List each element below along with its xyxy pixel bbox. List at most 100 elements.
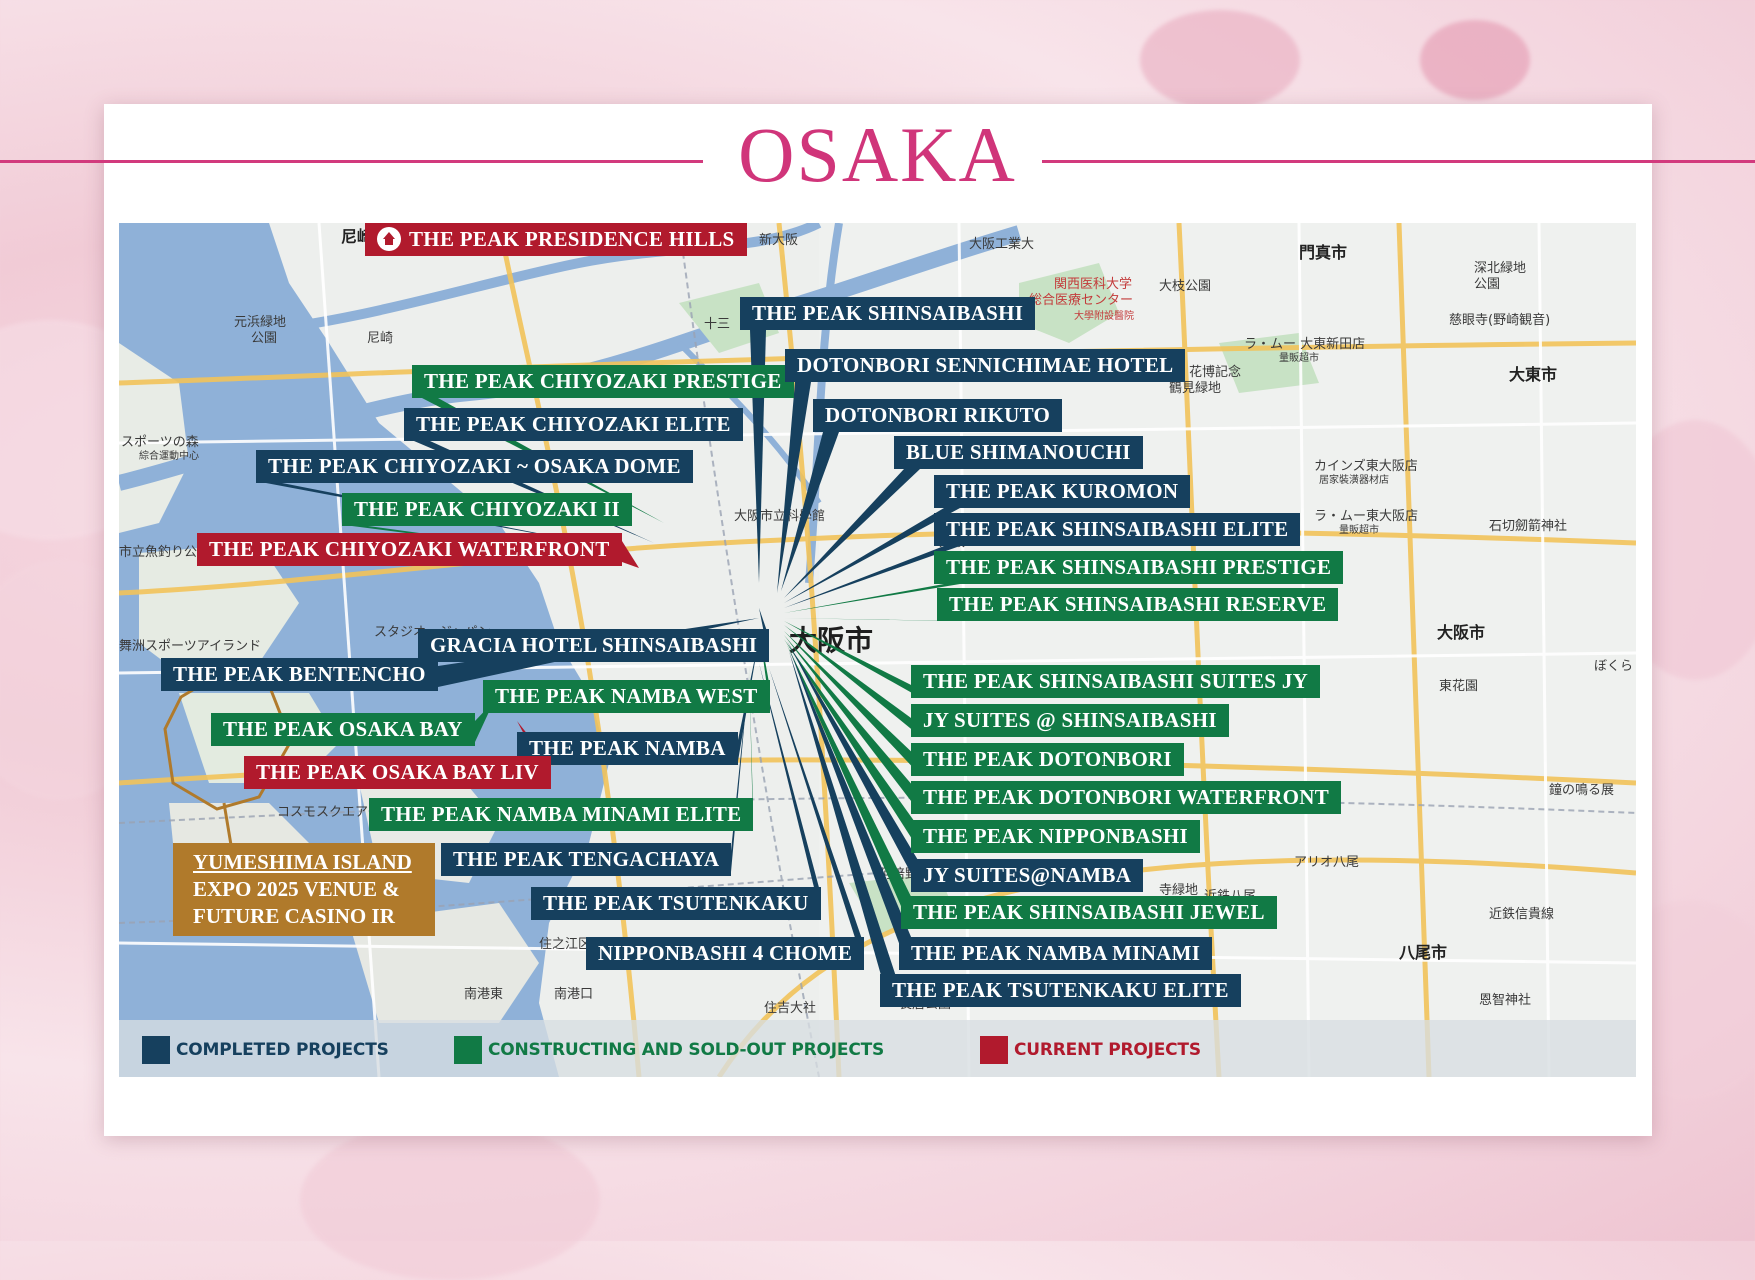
label-pointer bbox=[789, 648, 925, 970]
place-label: スポーツの森 bbox=[121, 435, 199, 450]
project-label-text: THE PEAK NAMBA bbox=[529, 736, 726, 760]
project-label-text: JY SUITES@NAMBA bbox=[923, 863, 1132, 887]
project-label: THE PEAK OSAKA BAY bbox=[211, 713, 475, 746]
place-label: ラ・ムー 大東新田店 bbox=[1244, 337, 1366, 352]
place-label: 大枝公園 bbox=[1159, 279, 1212, 294]
label-pointer bbox=[784, 631, 937, 776]
project-label-text: THE PEAK NIPPONBASHI bbox=[923, 824, 1189, 848]
place-label: 南港東 bbox=[464, 987, 504, 1002]
project-label: THE PEAK DOTONBORI bbox=[911, 743, 1184, 776]
label-pointer bbox=[784, 621, 937, 698]
place-label: 量販超市 bbox=[1279, 353, 1319, 364]
osaka-map: 尼崎市 新大阪 大阪工業大 関西医科大学 総合医療センター 大學附設醫院 大枝公… bbox=[119, 223, 1636, 1077]
project-label: THE PEAK NAMBA MINAMI bbox=[899, 937, 1213, 970]
yumeshima-line3: FUTURE CASINO IR bbox=[193, 904, 395, 928]
label-pointer bbox=[777, 382, 811, 593]
project-label: NIPPONBASHI 4 CHOME bbox=[586, 937, 865, 970]
place-label: 慈眼寺(野崎観音) bbox=[1449, 313, 1551, 328]
legend-completed: COMPLETED PROJECTS bbox=[142, 1036, 389, 1064]
project-label-text: THE PEAK PRESIDENCE HILLS bbox=[409, 227, 735, 251]
project-label-text: THE PEAK TSUTENKAKU bbox=[543, 891, 809, 915]
label-pointer bbox=[784, 639, 937, 853]
project-label: THE PEAK TENGACHAYA bbox=[441, 843, 732, 876]
place-label: 総合医療センター bbox=[1029, 293, 1134, 308]
legend: COMPLETED PROJECTS CONSTRUCTING AND SOLD… bbox=[119, 1020, 1636, 1077]
project-label: THE PEAK NAMBA MINAMI ELITE bbox=[369, 798, 754, 831]
place-label: 十三 bbox=[704, 317, 731, 332]
place-label: 公園 bbox=[1474, 277, 1501, 292]
place-label: 深北緑地 bbox=[1474, 261, 1527, 276]
project-label: THE PEAK OSAKA BAY LIV bbox=[244, 756, 551, 789]
place-label: アリオ八尾 bbox=[1294, 855, 1360, 870]
project-label: JY SUITES @ SHINSAIBASHI bbox=[911, 704, 1229, 737]
place-label: 大東市 bbox=[1509, 365, 1558, 384]
place-label: 関西医科大学 bbox=[1054, 277, 1133, 292]
place-label: 石切劒箭神社 bbox=[1489, 519, 1568, 534]
project-label-text: THE PEAK NAMBA WEST bbox=[495, 684, 758, 708]
project-label: THE PEAK NIPPONBASHI bbox=[911, 820, 1201, 853]
place-label: 鶴見緑地 bbox=[1169, 381, 1222, 396]
label-pointer bbox=[789, 651, 906, 1007]
label-pointer bbox=[759, 663, 821, 916]
place-label: 門真市 bbox=[1299, 243, 1348, 262]
project-label-text: THE PEAK DOTONBORI bbox=[923, 747, 1172, 771]
place-label: コスモスクエア bbox=[277, 805, 369, 820]
place-label: 市立魚釣り公園 bbox=[119, 545, 211, 560]
project-label: THE PEAK TSUTENKAKU ELITE bbox=[880, 974, 1241, 1007]
place-label: カインズ東大阪店 bbox=[1314, 459, 1418, 474]
page-title: OSAKA bbox=[738, 111, 1017, 198]
label-pointer bbox=[769, 668, 864, 966]
project-label-text: THE PEAK CHIYOZAKI WATERFRONT bbox=[209, 537, 610, 561]
project-label: GRACIA HOTEL SHINSAIBASHI bbox=[418, 629, 770, 662]
place-label: 新大阪 bbox=[759, 233, 799, 248]
project-label-text: GRACIA HOTEL SHINSAIBASHI bbox=[430, 633, 758, 657]
place-label: 住吉大社 bbox=[764, 1001, 817, 1016]
label-pointer bbox=[784, 546, 960, 608]
project-label-text: THE PEAK TENGACHAYA bbox=[453, 847, 720, 871]
project-label-text: THE PEAK OSAKA BAY LIV bbox=[256, 760, 539, 784]
project-label-text: THE PEAK SHINSAIBASHI PRESTIGE bbox=[946, 555, 1332, 579]
project-label: THE PEAK SHINSAIBASHI PRESTIGE bbox=[934, 551, 1344, 584]
project-label: THE PEAK NAMBA bbox=[517, 732, 738, 765]
label-pointer bbox=[622, 541, 639, 568]
home-icon bbox=[377, 227, 401, 252]
project-label: THE PEAK NAMBA WEST bbox=[483, 680, 770, 713]
project-label-text: THE PEAK CHIYOZAKI PRESTIGE bbox=[424, 369, 782, 393]
place-label: 鐘の鳴る展 bbox=[1549, 783, 1615, 798]
place-label: 綜合運動中心 bbox=[139, 451, 199, 462]
place-label: 南港口 bbox=[554, 987, 594, 1002]
title-rule-left bbox=[0, 160, 703, 163]
project-label: THE PEAK TSUTENKAKU bbox=[531, 887, 821, 920]
project-label-text: THE PEAK NAMBA MINAMI ELITE bbox=[381, 802, 742, 826]
project-label: THE PEAK DOTONBORI WATERFRONT bbox=[911, 781, 1342, 814]
legend-swatch-completed bbox=[142, 1036, 170, 1064]
project-label: THE PEAK CHIYOZAKI ELITE bbox=[404, 408, 743, 441]
project-label: JY SUITES@NAMBA bbox=[911, 859, 1144, 892]
place-label: 八尾市 bbox=[1399, 943, 1448, 962]
place-label: 元浜緑地 bbox=[234, 315, 287, 330]
project-label: THE PEAK SHINSAIBASHI JEWEL bbox=[901, 896, 1277, 929]
place-label: 居家裝潢器材店 bbox=[1319, 475, 1389, 486]
project-label: BLUE SHIMANOUCHI bbox=[894, 436, 1143, 469]
title-rule-right bbox=[1042, 160, 1755, 163]
project-label-text: THE PEAK BENTENCHO bbox=[173, 662, 426, 686]
legend-current: CURRENT PROJECTS bbox=[980, 1036, 1201, 1064]
yumeshima-label: YUMESHIMA ISLAND EXPO 2025 VENUE & FUTUR… bbox=[173, 843, 435, 936]
project-label-text: BLUE SHIMANOUCHI bbox=[906, 440, 1131, 464]
place-label: 恩智神社 bbox=[1479, 993, 1532, 1008]
label-pointer bbox=[781, 432, 839, 591]
project-label-text: THE PEAK DOTONBORI WATERFRONT bbox=[923, 785, 1330, 809]
label-pointer bbox=[784, 469, 920, 598]
yumeshima-line1: YUMESHIMA ISLAND bbox=[193, 850, 412, 874]
label-pointer bbox=[784, 508, 960, 603]
project-label: THE PEAK CHIYOZAKI II bbox=[342, 493, 632, 526]
project-label: THE PEAK CHIYOZAKI ~ OSAKA DOME bbox=[256, 450, 693, 483]
place-label: 寺緑地 bbox=[1159, 883, 1199, 898]
project-label: THE PEAK SHINSAIBASHI ELITE bbox=[934, 513, 1301, 546]
yumeshima-line2: EXPO 2025 VENUE & bbox=[193, 877, 400, 901]
project-label: THE PEAK PRESIDENCE HILLS bbox=[365, 223, 747, 256]
project-label-text: THE PEAK CHIYOZAKI ~ OSAKA DOME bbox=[268, 454, 681, 478]
project-label-text: THE PEAK CHIYOZAKI II bbox=[354, 497, 620, 521]
project-label-text: THE PEAK OSAKA BAY bbox=[223, 717, 463, 741]
project-label-text: THE PEAK SHINSAIBASHI bbox=[752, 301, 1024, 325]
